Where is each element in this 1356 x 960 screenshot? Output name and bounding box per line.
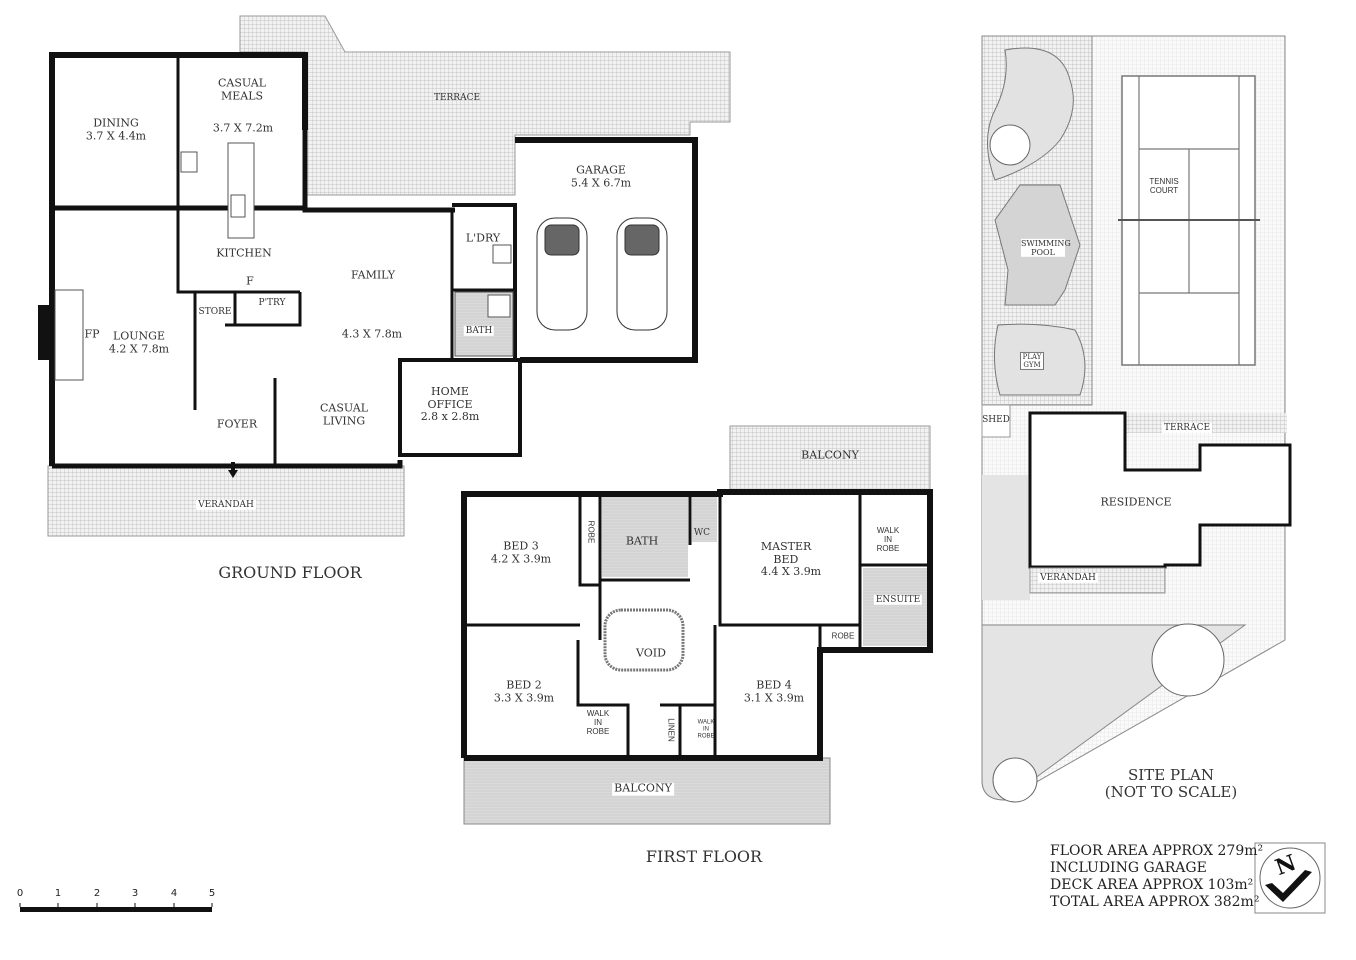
walk-in-robe-master: WALK IN ROBE [876,526,900,554]
balcony-top-label: BALCONY [801,448,859,462]
room-bath-first: BATH [625,534,659,548]
room-bath-ground: BATH [463,325,495,337]
room-kitchen: KITCHEN [216,246,272,260]
fireplace-label: FP [84,327,100,341]
verandah-site-label: VERANDAH [1038,572,1098,584]
scale-tick-1: 1 [54,888,62,899]
scale-bar-drawing [19,903,213,912]
site-plan-subtitle: (NOT TO SCALE) [1104,783,1238,801]
room-name: BED 4 [756,678,792,692]
balcony-bottom-label: BALCONY [612,781,674,796]
room-name: BED 3 [503,539,539,553]
deck-area: DECK AREA APPROX 103m² [1050,877,1254,893]
total-area: TOTAL AREA APPROX 382m² [1050,894,1260,910]
play-gym-label: PLAY GYM [1020,351,1044,371]
room-foyer: FOYER [216,417,258,431]
terrace-label: TERRACE [433,92,481,103]
room-dims: 3.1 X 3.9m [743,691,805,704]
linen-cupboard: LINEN [666,718,676,742]
room-family: FAMILY [350,268,396,282]
room-dims: 3.7 X 4.4m [85,129,147,142]
room-casual-meals-dims: 3.7 X 7.2m [212,121,274,135]
fridge-label: F [246,274,254,288]
room-name: HOME OFFICE [427,385,473,411]
scale-tick-3: 3 [131,888,139,899]
terrace-site-label: TERRACE [1161,422,1213,434]
ground-floor-title: GROUND FLOOR [218,562,362,582]
including-garage: INCLUDING GARAGE [1050,860,1207,876]
first-floor-title: FIRST FLOOR [645,846,763,866]
site-plan-drawing [981,35,1292,803]
room-dims: 2.8 x 2.8m [420,410,480,424]
walk-in-robe-bed4: WALK IN ROBE [697,719,715,740]
room-dims: 4.4 X 3.9m [760,565,822,579]
compass-drawing [1254,842,1326,914]
robe-bed3: ROBE [586,520,596,544]
room-dims: 5.4 X 6.7m [570,176,632,189]
site-plan-title-text: SITE PLAN [1128,765,1214,784]
area-summary: FLOOR AREA APPROX 279m² INCLUDING GARAGE… [1050,843,1263,911]
room-wc: WC [693,527,711,538]
scale-tick-5: 5 [208,888,216,899]
room-name: BED 2 [506,678,542,692]
verandah-label: VERANDAH [196,499,256,511]
scale-tick-4: 4 [170,888,178,899]
shed-label: SHED [982,414,1010,425]
ground-floor-plan [38,15,731,537]
tennis-court-label: TENNIS COURT [1144,176,1184,196]
room-family-dims: 4.3 X 7.8m [341,327,403,341]
floor-area: FLOOR AREA APPROX 279m² [1050,843,1264,859]
scale-tick-0: 0 [16,888,24,899]
room-dims: 4.2 X 3.9m [490,552,552,565]
residence-label: RESIDENCE [1100,495,1172,509]
swimming-pool-label: SWIMMING POOL [1021,238,1071,258]
room-void: VOID [636,646,666,660]
room-casual-living: CASUAL LIVING [319,401,369,427]
robe-master: ROBE [831,631,855,641]
room-name: DINING [93,116,139,130]
first-floor-plan [461,425,933,825]
room-name: LOUNGE [112,329,166,343]
room-store: STORE [198,306,232,317]
room-name: MASTER BED [760,540,812,566]
room-casual-meals: CASUAL MEALS [212,76,272,102]
room-laundry: L'DRY [465,231,501,245]
site-plan-title: SITE PLAN(NOT TO SCALE) [1104,765,1238,802]
room-dims: 4.2 X 7.8m [108,342,170,355]
scale-tick-2: 2 [93,888,101,899]
room-name: GARAGE [576,163,626,177]
room-name: CASUAL MEALS [217,76,267,102]
room-pantry: P'TRY [258,297,286,308]
walk-in-robe-bed2: WALK IN ROBE [586,709,610,737]
room-ensuite: ENSUITE [873,594,923,606]
room-dims: 3.3 X 3.9m [493,691,555,704]
